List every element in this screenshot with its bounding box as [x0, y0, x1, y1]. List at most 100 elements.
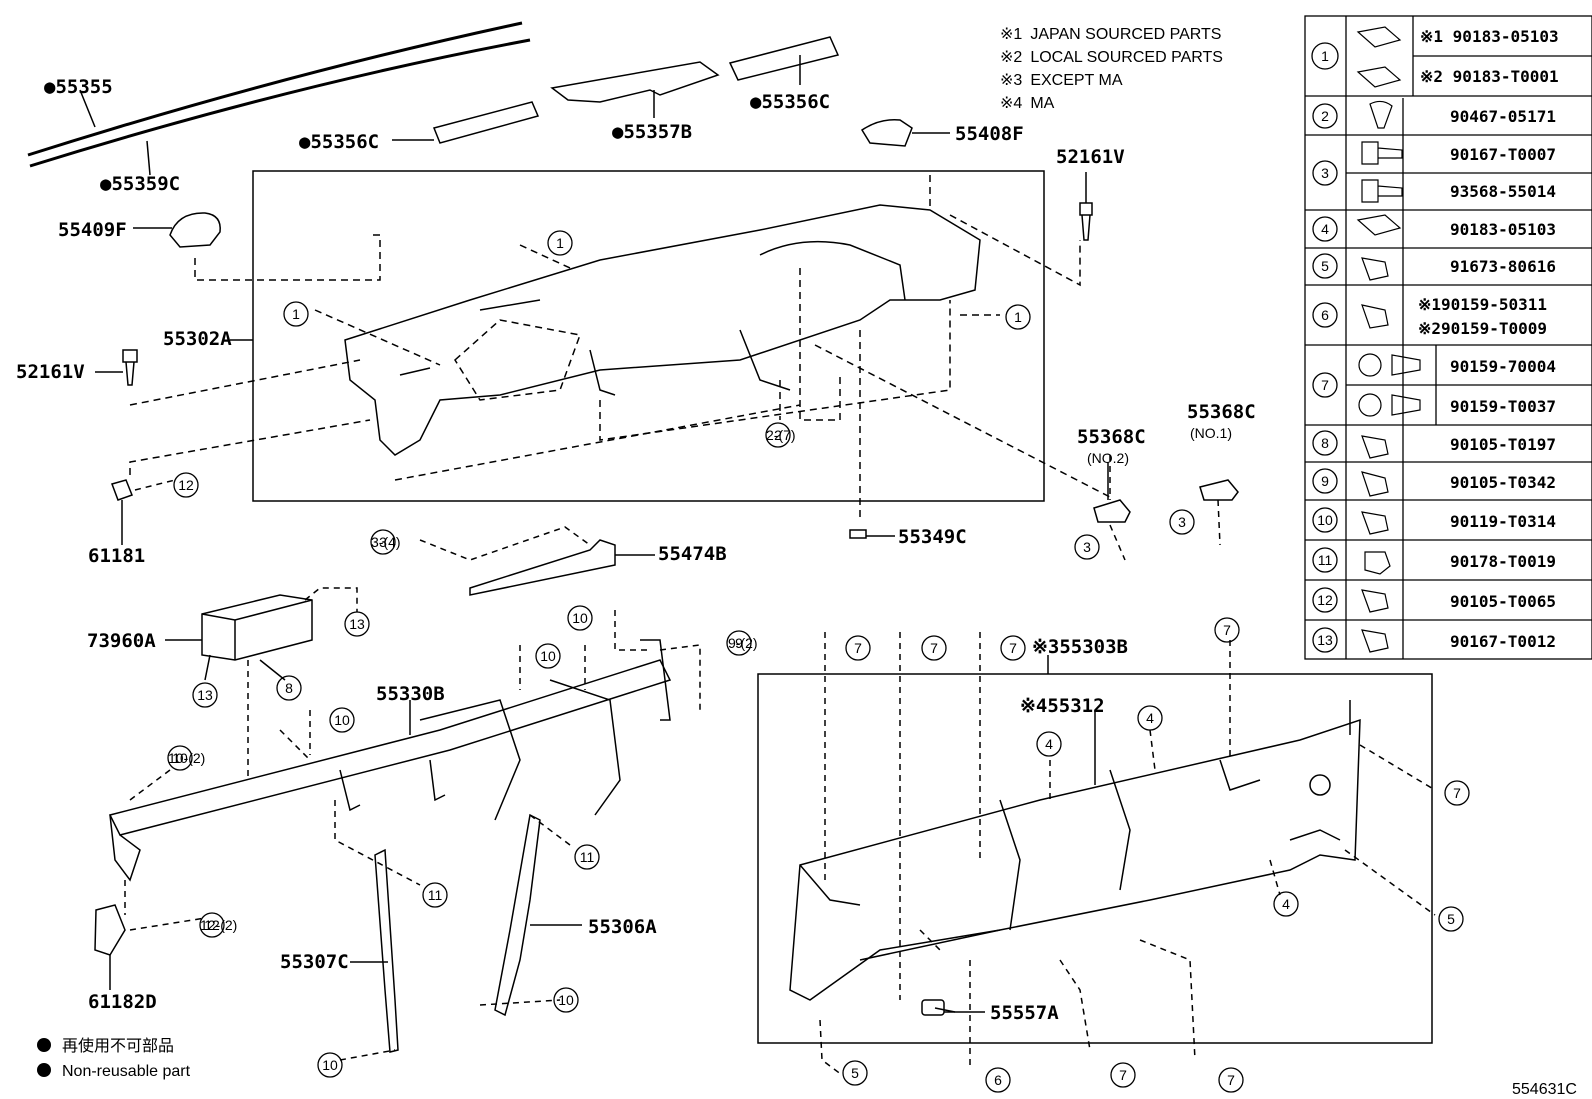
svg-text:10: 10	[540, 648, 556, 664]
svg-text:1: 1	[556, 235, 564, 251]
svg-text:4: 4	[1146, 710, 1154, 726]
label-73960A: 73960A	[87, 630, 156, 652]
svg-text:6: 6	[994, 1072, 1002, 1088]
bolt-icon	[1361, 471, 1389, 497]
svg-text:90178-T0019: 90178-T0019	[1450, 552, 1556, 571]
svg-text:2: 2	[1321, 108, 1329, 124]
svg-text:11: 11	[1318, 552, 1333, 568]
svg-text:2: 2	[774, 427, 782, 443]
label-55302A: 55302A	[163, 328, 232, 350]
clip-52161V-left	[95, 349, 138, 386]
label-61182D: 61182D	[88, 991, 157, 1013]
weatherstrip-55359C	[29, 38, 531, 168]
callout-9-2: 9-(2)	[728, 635, 758, 651]
label-55474B: 55474B	[658, 543, 727, 565]
svg-text:4: 4	[1045, 736, 1053, 752]
screw-icon	[1361, 179, 1403, 203]
svg-text:90159-T0037: 90159-T0037	[1450, 397, 1556, 416]
label-55312: ※455312	[1020, 695, 1105, 717]
svg-text:9: 9	[735, 635, 743, 651]
label-55409F: 55409F	[58, 219, 127, 241]
callout-10-2: 10-(2)	[168, 750, 205, 766]
sub-labels: (NO.2) (NO.1)	[1087, 425, 1232, 466]
label-55356C-upper: ●55356C	[750, 91, 830, 113]
label-55355: ●55355	[44, 76, 113, 98]
bolt-icon	[1361, 435, 1389, 459]
part-55349C	[849, 529, 867, 539]
bracket-55474B	[469, 539, 616, 596]
svg-text:13: 13	[1317, 632, 1333, 648]
svg-text:90159-70004: 90159-70004	[1450, 357, 1556, 376]
label-55359C: ●55359C	[100, 173, 180, 195]
svg-text:3: 3	[1083, 539, 1091, 555]
svg-text:※1 90183-05103: ※1 90183-05103	[1420, 27, 1559, 46]
clip-icon	[1369, 100, 1393, 129]
cover-55408F	[860, 118, 913, 147]
bolt-icon	[1361, 589, 1389, 613]
screw-icon	[1361, 141, 1403, 165]
u-nut-icon	[1356, 214, 1402, 236]
fastener-icons	[1356, 26, 1421, 653]
svg-text:90183-05103: 90183-05103	[1450, 220, 1556, 239]
label-55357B: ●55357B	[612, 121, 692, 143]
bracket-55368C-no1	[1199, 479, 1239, 501]
label-55307C: 55307C	[280, 951, 349, 973]
svg-text:7: 7	[930, 640, 938, 656]
bracket-61182D	[94, 904, 126, 956]
svg-text:10: 10	[334, 712, 350, 728]
svg-text:12: 12	[178, 477, 194, 493]
instrument-panel-55302A	[344, 204, 981, 456]
svg-text:7: 7	[854, 640, 862, 656]
label-55408F: 55408F	[955, 123, 1024, 145]
svg-text:13: 13	[197, 687, 213, 703]
label-55306A: 55306A	[588, 916, 657, 938]
label-61181: 61181	[88, 545, 145, 567]
label-55349C: 55349C	[898, 526, 967, 548]
label-52161V-left: 52161V	[16, 361, 85, 383]
svg-text:7: 7	[1227, 1072, 1235, 1088]
diagram-id: 554631C	[1512, 1081, 1577, 1098]
reinforcement-55330B	[108, 639, 672, 882]
svg-text:93568-55014: 93568-55014	[1450, 182, 1556, 201]
label-55557A: 55557A	[990, 1002, 1059, 1024]
weatherstrip-55355	[27, 21, 523, 157]
svg-text:90105-T0342: 90105-T0342	[1450, 473, 1556, 492]
lower-panel-frame	[757, 673, 1433, 1044]
callout-3-4: 3-(4)	[371, 534, 401, 550]
svg-text:7: 7	[1223, 622, 1231, 638]
bracket-55368C-no2	[1093, 499, 1131, 523]
svg-text:90105-T0065: 90105-T0065	[1450, 592, 1556, 611]
svg-text:※190159-50311: ※190159-50311	[1418, 295, 1547, 314]
svg-text:10: 10	[572, 610, 588, 626]
svg-text:※4MA: ※4MA	[1000, 95, 1055, 112]
pad-55357B	[550, 61, 720, 103]
brace-55307C	[374, 848, 399, 1053]
svg-text:7: 7	[1119, 1067, 1127, 1083]
part-labels: ●55355 ●55359C 55409F ●55356C ●55357B ●5…	[16, 76, 1256, 1024]
bracket-61181	[111, 479, 133, 501]
bolt-icon	[1361, 511, 1389, 535]
svg-text:8: 8	[1321, 435, 1329, 451]
svg-text:90119-T0314: 90119-T0314	[1450, 512, 1556, 531]
svg-text:90467-05171: 90467-05171	[1450, 107, 1556, 126]
svg-text:7: 7	[1009, 640, 1017, 656]
part-55557A	[921, 999, 945, 1016]
label-55368C-no2-sub: (NO.2)	[1087, 450, 1129, 466]
svg-text:11: 11	[428, 887, 443, 903]
callout-circles	[167, 42, 1470, 1093]
svg-text:90167-T0012: 90167-T0012	[1450, 632, 1556, 651]
svg-text:10: 10	[322, 1057, 338, 1073]
washer-screw-icon	[1358, 353, 1382, 377]
svg-text:3: 3	[1178, 514, 1186, 530]
svg-text:9: 9	[1321, 473, 1329, 489]
legend-en: Non-reusable part	[62, 1063, 191, 1080]
svg-text:1: 1	[1321, 48, 1329, 64]
legend: 再使用不可部品 Non-reusable part	[37, 1037, 191, 1080]
svg-text:91673-80616: 91673-80616	[1450, 257, 1556, 276]
svg-text:4: 4	[1321, 221, 1329, 237]
